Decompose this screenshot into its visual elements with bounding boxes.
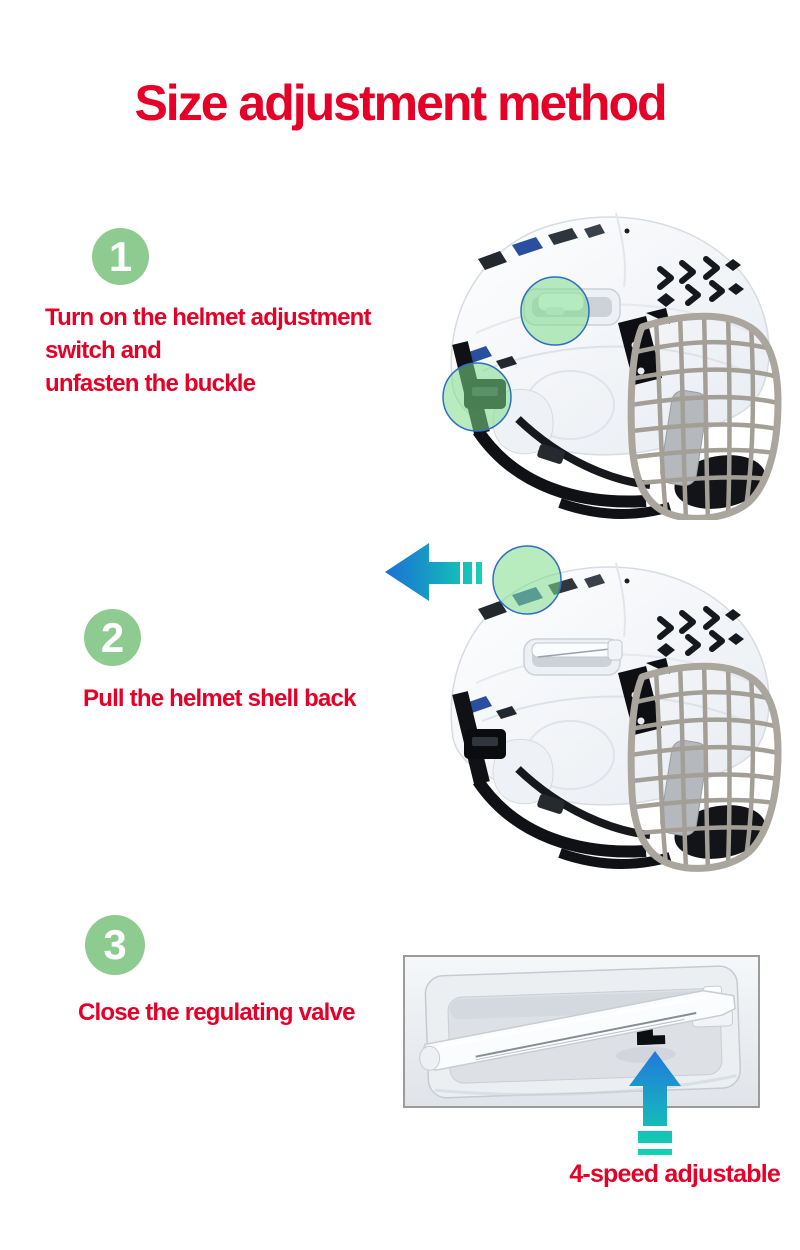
- step-1-caption: Turn on the helmet adjustment switch and…: [45, 301, 372, 400]
- caption-line: unfasten the buckle: [45, 370, 256, 397]
- step-2-badge: 2: [84, 609, 141, 666]
- page-title: Size adjustment method: [134, 75, 667, 131]
- up-arrow-icon: [627, 1050, 683, 1156]
- highlight-circle-switch: [520, 276, 590, 346]
- step-1-badge: 1: [92, 228, 149, 285]
- step-3-badge: 3: [85, 915, 145, 975]
- footnote-caption: 4-speed adjustable: [569, 1160, 780, 1188]
- caption-line: switch and: [45, 337, 162, 364]
- highlight-circle-shell: [492, 545, 562, 615]
- helmet-photo-step-2: [420, 545, 790, 875]
- step-2-number: 2: [100, 613, 125, 661]
- caption-line: Pull the helmet shell back: [83, 685, 356, 712]
- helmet-photo-step-1: [420, 195, 790, 520]
- left-arrow-icon: [383, 541, 483, 605]
- caption-line: Close the regulating valve: [78, 999, 355, 1026]
- caption-line: Turn on the helmet adjustment: [45, 304, 372, 331]
- step-2-caption: Pull the helmet shell back: [83, 682, 356, 715]
- step-3-caption: Close the regulating valve: [78, 996, 355, 1029]
- step-1-number: 1: [108, 232, 133, 280]
- highlight-circle-buckle: [442, 362, 512, 432]
- step-3-number: 3: [103, 921, 127, 968]
- valve-closeup-photo: [403, 955, 760, 1108]
